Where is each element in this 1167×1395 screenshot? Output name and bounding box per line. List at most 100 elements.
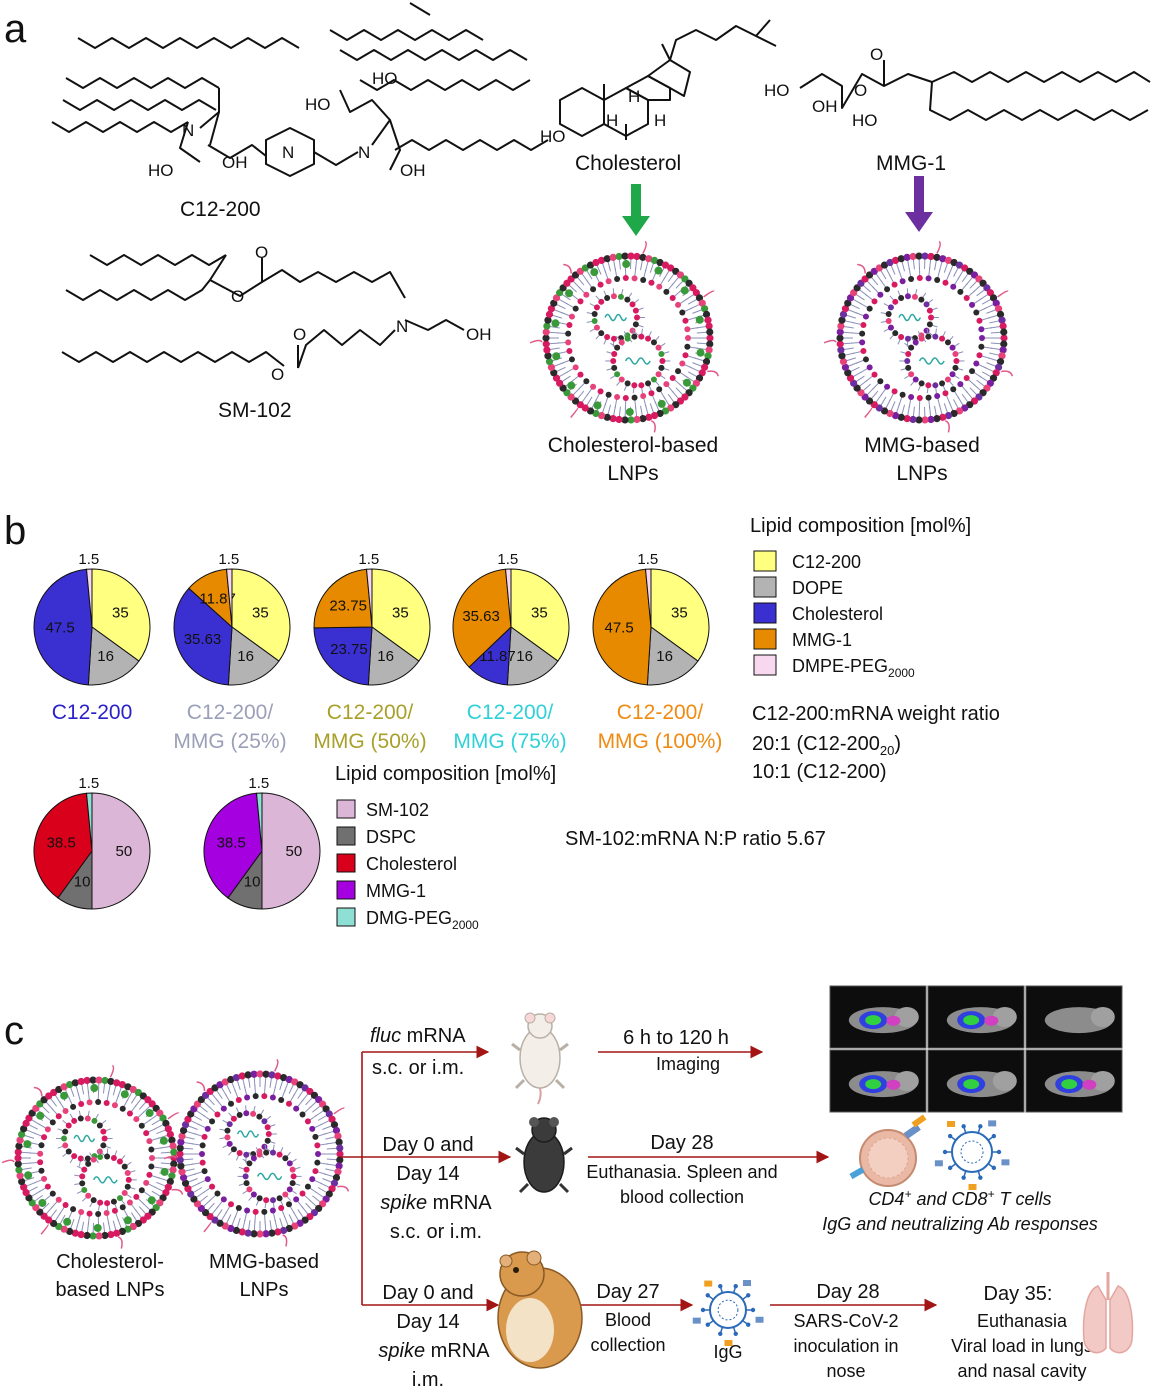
arrow-cholesterol: [622, 184, 650, 236]
pie-slice-label: 16: [237, 648, 254, 665]
pie-slice: [203, 792, 263, 899]
pie-slice: [644, 568, 652, 628]
legend-1-title: Lipid composition [mol%]: [750, 515, 971, 537]
row2-mrna: spike mRNA: [380, 1192, 492, 1214]
pie-name-4-line2: MMG (75%): [453, 730, 566, 753]
pie-slice: [91, 792, 151, 910]
pie-slice-label: 16: [516, 648, 533, 665]
row2-result-line1: CD4+ and CD8+ T cells: [868, 1187, 1051, 1209]
pie-name-1: C12-200: [52, 701, 133, 724]
pie-slice-label: 1.5: [637, 551, 658, 568]
pie-slice: [33, 568, 93, 686]
ratio-line-1: 20:1 (C12-20020): [752, 733, 901, 758]
row3-step1-line2: collection: [590, 1335, 665, 1355]
pie-name-2-line1: C12-200/: [187, 701, 274, 724]
ratio-title: C12-200:mRNA weight ratio: [752, 703, 1000, 725]
pie-slice-label: 35.63: [462, 608, 500, 625]
legend-swatch: [336, 826, 356, 846]
atom-oh: OH: [222, 153, 248, 172]
pie-slice: [231, 568, 291, 662]
ratio-line-2: 10:1 (C12-200): [752, 761, 887, 783]
row1-mrna: fluc mRNA: [370, 1025, 466, 1047]
row3-igg-label: IgG: [713, 1342, 742, 1362]
pie-slice-label: 1.5: [78, 551, 99, 568]
pie-slice-label: 1.5: [358, 551, 379, 568]
lnp-mmg-label-line1: MMG-based: [209, 1251, 319, 1273]
panel-letter-a: a: [4, 7, 27, 51]
pie-slice-label: 1.5: [78, 775, 99, 792]
pie-slice-label: 35: [671, 605, 688, 622]
row2-day-line1: Day 0 and: [382, 1134, 473, 1156]
atom-oh: OH: [400, 161, 426, 180]
virus-icon: [692, 1280, 764, 1346]
white-mouse-illustration: [511, 1012, 569, 1105]
pie-slice-label: 35: [392, 605, 409, 622]
pie-slice: [646, 626, 699, 686]
pie-slice: [650, 568, 710, 662]
row2-action-line1: Euthanasia. Spleen and: [586, 1162, 777, 1182]
np-ratio-text: SM-102:mRNA N:P ratio 5.67: [565, 828, 826, 850]
row2-result-line2: IgG and neutralizing Ab responses: [822, 1214, 1098, 1234]
mmg-lnp-illustration: [823, 240, 1013, 433]
pie-slice: [255, 792, 263, 852]
branch-arrows: [340, 1045, 938, 1312]
atom-o: O: [854, 81, 867, 100]
atom-n: N: [282, 143, 294, 162]
pie-slice: [173, 587, 233, 686]
pie-slice: [261, 792, 321, 910]
c12-200-structure: [51, 2, 549, 177]
pie-slice-label: 16: [656, 648, 673, 665]
pie-slice-label: 16: [377, 648, 394, 665]
row2-route: s.c. or i.m.: [390, 1221, 482, 1243]
row3-step3-line3: Viral load in lungs: [951, 1336, 1093, 1356]
pie-slice-label: 47.5: [604, 620, 633, 637]
lnp-chol-label-line2: based LNPs: [56, 1279, 165, 1301]
pie-slice-label: 50: [116, 843, 133, 860]
pie-slice: [371, 568, 431, 662]
row3-mrna: spike mRNA: [378, 1340, 490, 1362]
legend-item-label: Cholesterol: [792, 604, 883, 624]
pie-slice: [313, 626, 373, 686]
label-chol-lnp-line2: LNPs: [607, 462, 658, 485]
pie-name-3-line1: C12-200/: [327, 701, 414, 724]
pie-slice: [91, 568, 151, 662]
cholesterol-lnp-illustration: [529, 240, 719, 433]
legend-item-label: C12-200: [792, 552, 861, 572]
pie-slice: [452, 568, 512, 668]
legend-2: SM-102 DSPC Cholesterol MMG-1 DMG-PEG200…: [336, 799, 479, 932]
row3-step2-line1: SARS-CoV-2: [793, 1311, 898, 1331]
label-mmg-lnp-line1: MMG-based: [864, 434, 980, 457]
pie-slice-label: 38.5: [47, 835, 76, 852]
pie-slice: [367, 626, 420, 686]
row1-action: Imaging: [656, 1054, 720, 1074]
pie-slice-label: 1.5: [248, 775, 269, 792]
pie-slice-label: 35: [252, 605, 269, 622]
pie-slice: [87, 626, 140, 686]
pie-slice: [85, 792, 93, 852]
legend-swatch: [753, 550, 777, 572]
legend-item-label: DMG-PEG2000: [366, 908, 479, 932]
atom-oh: OH: [812, 97, 838, 116]
cell-icon: [849, 1114, 927, 1187]
pie-slice: [313, 568, 373, 629]
atom-o: O: [255, 243, 268, 262]
pie-slice-label: 23.75: [330, 641, 368, 658]
pie-slice-label: 50: [286, 843, 303, 860]
atom-o: O: [870, 45, 883, 64]
legend-item-label: DMPE-PEG2000: [792, 656, 915, 680]
cholesterol-lnp-illustration: [1, 1064, 184, 1249]
pie-slice: [365, 568, 373, 628]
row3-step2-line2: inoculation in: [793, 1336, 898, 1356]
pie-slice-label: 35: [112, 605, 129, 622]
legend-item-label: MMG-1: [366, 881, 426, 901]
atom-o: O: [231, 287, 244, 306]
imaging-panel: [829, 985, 1123, 1113]
legend-swatch: [336, 853, 356, 873]
row3-step2-time: Day 28: [816, 1281, 879, 1303]
atom-oh: OH: [466, 325, 492, 344]
